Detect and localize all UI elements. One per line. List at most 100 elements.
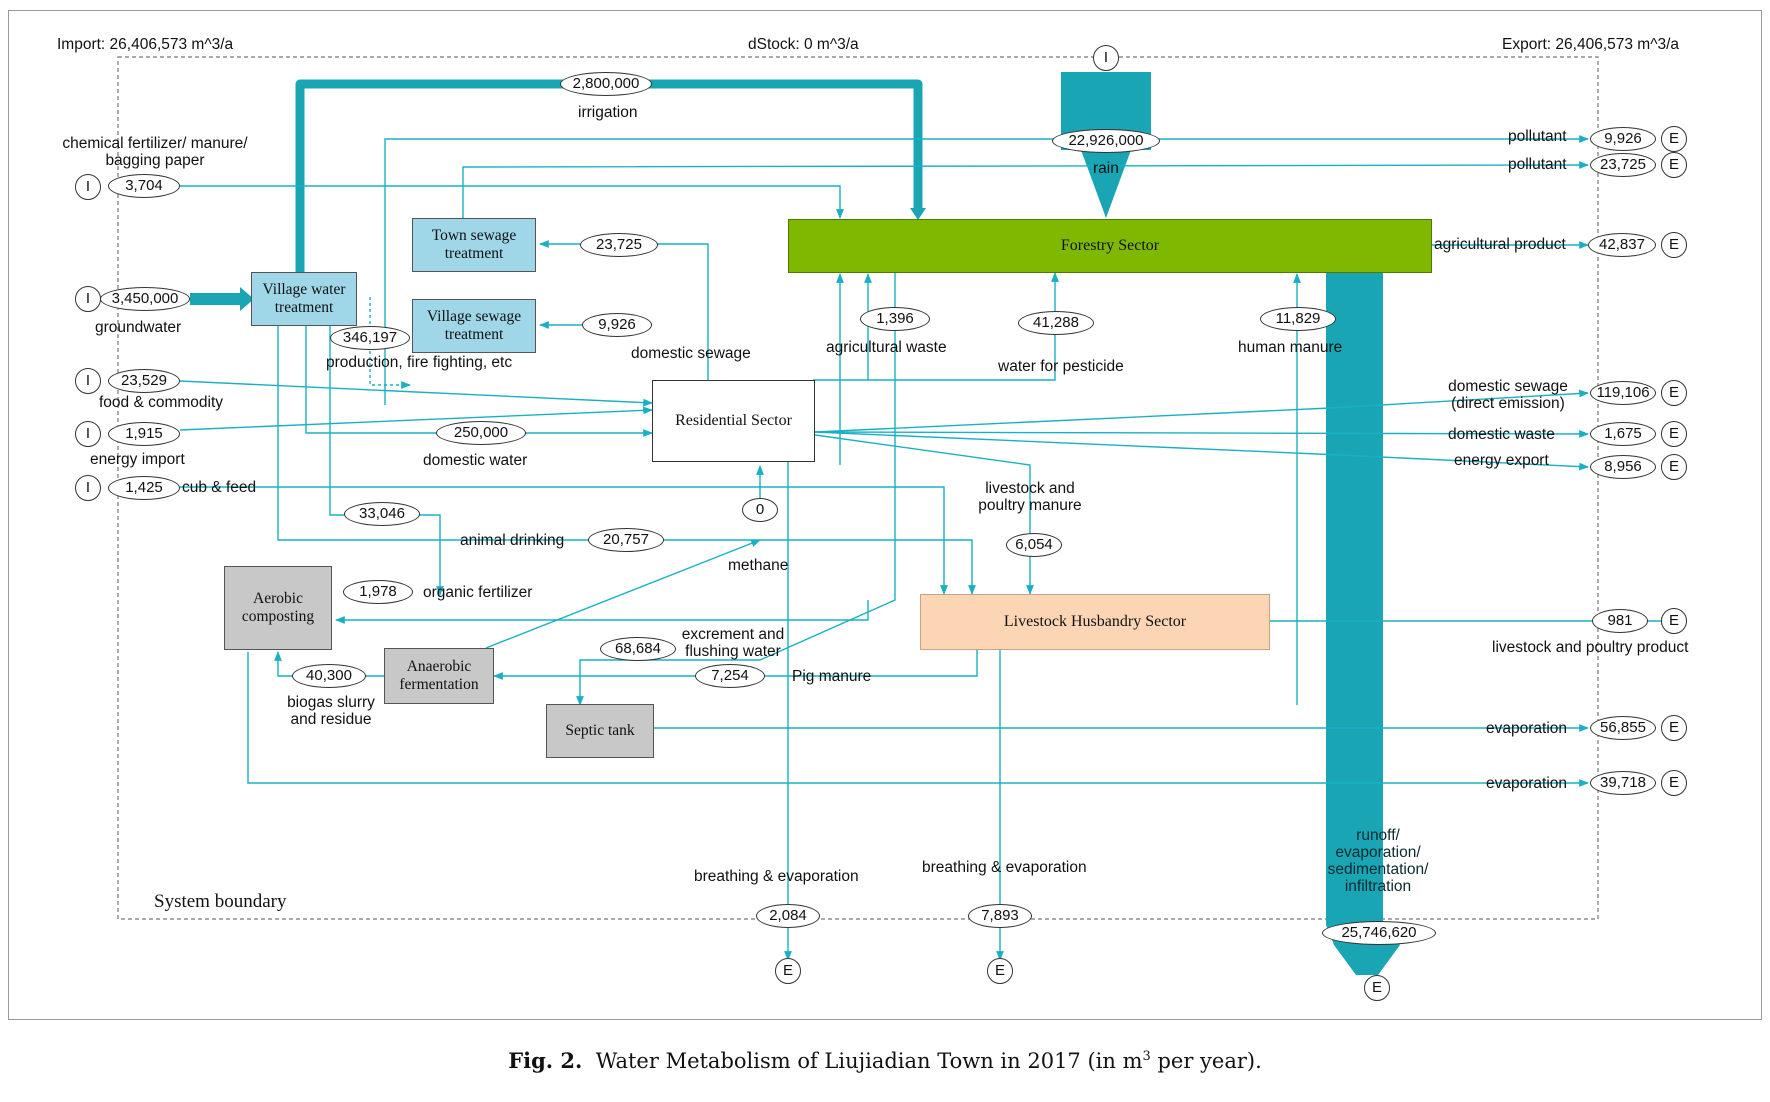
export-marker: E bbox=[1364, 975, 1390, 1001]
energy-export-flow bbox=[814, 431, 1589, 471]
res-breathing-label: breathing & evaporation bbox=[694, 868, 859, 885]
export-marker: E bbox=[987, 958, 1013, 984]
methane-value: 0 bbox=[742, 498, 778, 522]
export-label-evaporation-1: evaporation bbox=[1486, 720, 1568, 737]
biogas-label: biogas slurry and residue bbox=[287, 694, 375, 729]
methane-feed bbox=[485, 539, 761, 649]
figure-caption: Fig. 2. Water Metabolism of Liujiadian T… bbox=[0, 1048, 1770, 1073]
runoff-label: runoff/ evaporation/ sedimentation/ infi… bbox=[1327, 827, 1429, 896]
organic-fert-flow bbox=[335, 600, 869, 624]
aerobic-composting: Aerobic composting bbox=[224, 566, 332, 650]
cub-feed-flow bbox=[180, 486, 948, 595]
figure-number: Fig. 2. bbox=[508, 1048, 583, 1073]
import-marker: I bbox=[75, 174, 101, 200]
domestic-water-value: 250,000 bbox=[436, 421, 526, 445]
cub-feed-label: cub & feed bbox=[182, 479, 257, 496]
export-marker: E bbox=[1661, 232, 1687, 258]
import-total: Import: 26,406,573 m^3/a bbox=[57, 36, 234, 53]
export-marker: E bbox=[1661, 421, 1687, 447]
export-marker: E bbox=[1661, 126, 1687, 152]
evap-39718-flow bbox=[247, 652, 1589, 787]
runoff-flow bbox=[1326, 270, 1400, 975]
live-breathing-value: 7,893 bbox=[968, 904, 1032, 928]
export-marker: E bbox=[1661, 770, 1687, 796]
ag-waste-label: agricultural waste bbox=[826, 339, 947, 356]
irrigation-arrowhead bbox=[910, 208, 926, 220]
chem-fert-label: chemical fertilizer/ manure/ bagging pap… bbox=[62, 135, 248, 170]
f33046-value: 33,046 bbox=[344, 502, 420, 526]
rain-label: rain bbox=[1093, 160, 1119, 177]
food-flow bbox=[179, 380, 653, 407]
village-water-treatment: Village water treatment bbox=[251, 272, 357, 326]
pollutant-23725-flow bbox=[462, 161, 1589, 219]
irrigation-value: 2,800,000 bbox=[560, 72, 652, 96]
livestock-manure-label: livestock and poultry manure bbox=[978, 480, 1082, 515]
export-value-evaporation-1: 56,855 bbox=[1590, 716, 1656, 740]
export-label-livestock-product: livestock and poultry product bbox=[1492, 639, 1689, 656]
cub-feed-value: 1,425 bbox=[108, 476, 180, 500]
groundwater-value: 3,450,000 bbox=[100, 287, 190, 311]
dstock-total: dStock: 0 m^3/a bbox=[748, 36, 859, 53]
rain-value: 22,926,000 bbox=[1052, 129, 1160, 153]
irrigation-label: irrigation bbox=[578, 104, 638, 121]
methane-label: methane bbox=[728, 557, 789, 574]
village-sewage-value: 9,926 bbox=[582, 313, 652, 337]
town-sewage-treatment: Town sewage treatment bbox=[412, 218, 536, 272]
livestock-manure-flow bbox=[814, 434, 1034, 595]
livestock-husbandry-sector: Livestock Husbandry Sector bbox=[920, 594, 1270, 650]
export-marker: E bbox=[1661, 380, 1687, 406]
export-label-pollutant-1: pollutant bbox=[1508, 128, 1567, 145]
export-label-domestic-waste: domestic waste bbox=[1448, 426, 1555, 443]
food-label: food & commodity bbox=[99, 394, 224, 411]
res-breathing-value: 2,084 bbox=[756, 904, 820, 928]
figure-frame bbox=[8, 10, 1762, 1020]
pig-manure-value: 7,254 bbox=[695, 664, 765, 688]
export-label-ag-product: agricultural product bbox=[1434, 236, 1566, 253]
biogas-value: 40,300 bbox=[292, 664, 366, 688]
caption-superscript: 3 bbox=[1142, 1049, 1151, 1064]
energy-import-label: energy import bbox=[90, 451, 185, 468]
export-value-ag-product: 42,837 bbox=[1588, 233, 1656, 257]
export-marker: E bbox=[775, 958, 801, 984]
export-value-pollutant-1: 9,926 bbox=[1590, 127, 1656, 151]
export-marker: E bbox=[1661, 715, 1687, 741]
export-value-evaporation-2: 39,718 bbox=[1590, 771, 1656, 795]
ag-waste-value: 1,396 bbox=[860, 307, 930, 331]
pesticide-value: 41,288 bbox=[1018, 311, 1094, 335]
animal-drinking-label: animal drinking bbox=[460, 532, 565, 549]
residential-sector: Residential Sector bbox=[652, 380, 815, 462]
live-breathing-label: breathing & evaporation bbox=[922, 859, 1087, 876]
import-marker: I bbox=[75, 421, 101, 447]
domestic-water-flow bbox=[305, 326, 653, 437]
pesticide-label: water for pesticide bbox=[998, 358, 1124, 375]
excrement-value: 68,684 bbox=[600, 637, 676, 661]
export-label-pollutant-2: pollutant bbox=[1508, 156, 1567, 173]
production-value: 346,197 bbox=[330, 326, 410, 350]
export-label-evaporation-2: evaporation bbox=[1486, 775, 1568, 792]
caption-text-end: per year). bbox=[1150, 1049, 1262, 1073]
forestry-sector: Forestry Sector bbox=[788, 219, 1432, 273]
food-value: 23,529 bbox=[108, 369, 180, 393]
groundwater-flow bbox=[190, 287, 254, 311]
chem-fert-value: 3,704 bbox=[108, 174, 180, 198]
import-marker: I bbox=[75, 475, 101, 501]
runoff-value: 25,746,620 bbox=[1322, 921, 1436, 945]
organic-fert-value: 1,978 bbox=[343, 580, 413, 604]
export-value-energy-export: 8,956 bbox=[1590, 455, 1656, 479]
runoff-arrowhead bbox=[1362, 945, 1398, 975]
export-marker: E bbox=[1661, 454, 1687, 480]
town-sewage-value: 23,725 bbox=[580, 233, 658, 257]
sewage-direct-flow bbox=[814, 389, 1589, 433]
chem-fert-flow bbox=[180, 185, 844, 219]
village-sewage-treatment: Village sewage treatment bbox=[412, 299, 536, 353]
domestic-water-label: domestic water bbox=[423, 452, 528, 469]
production-flow bbox=[369, 297, 411, 389]
domestic-sewage-label: domestic sewage bbox=[631, 345, 751, 362]
human-manure-value: 11,829 bbox=[1260, 307, 1336, 331]
pig-manure-label: Pig manure bbox=[792, 668, 872, 685]
anaerobic-fermentation: Anaerobic fermentation bbox=[384, 648, 494, 704]
excrement-label: excrement and flushing water bbox=[681, 626, 785, 661]
energy-import-flow bbox=[179, 406, 653, 431]
export-value-pollutant-2: 23,725 bbox=[1590, 153, 1656, 177]
